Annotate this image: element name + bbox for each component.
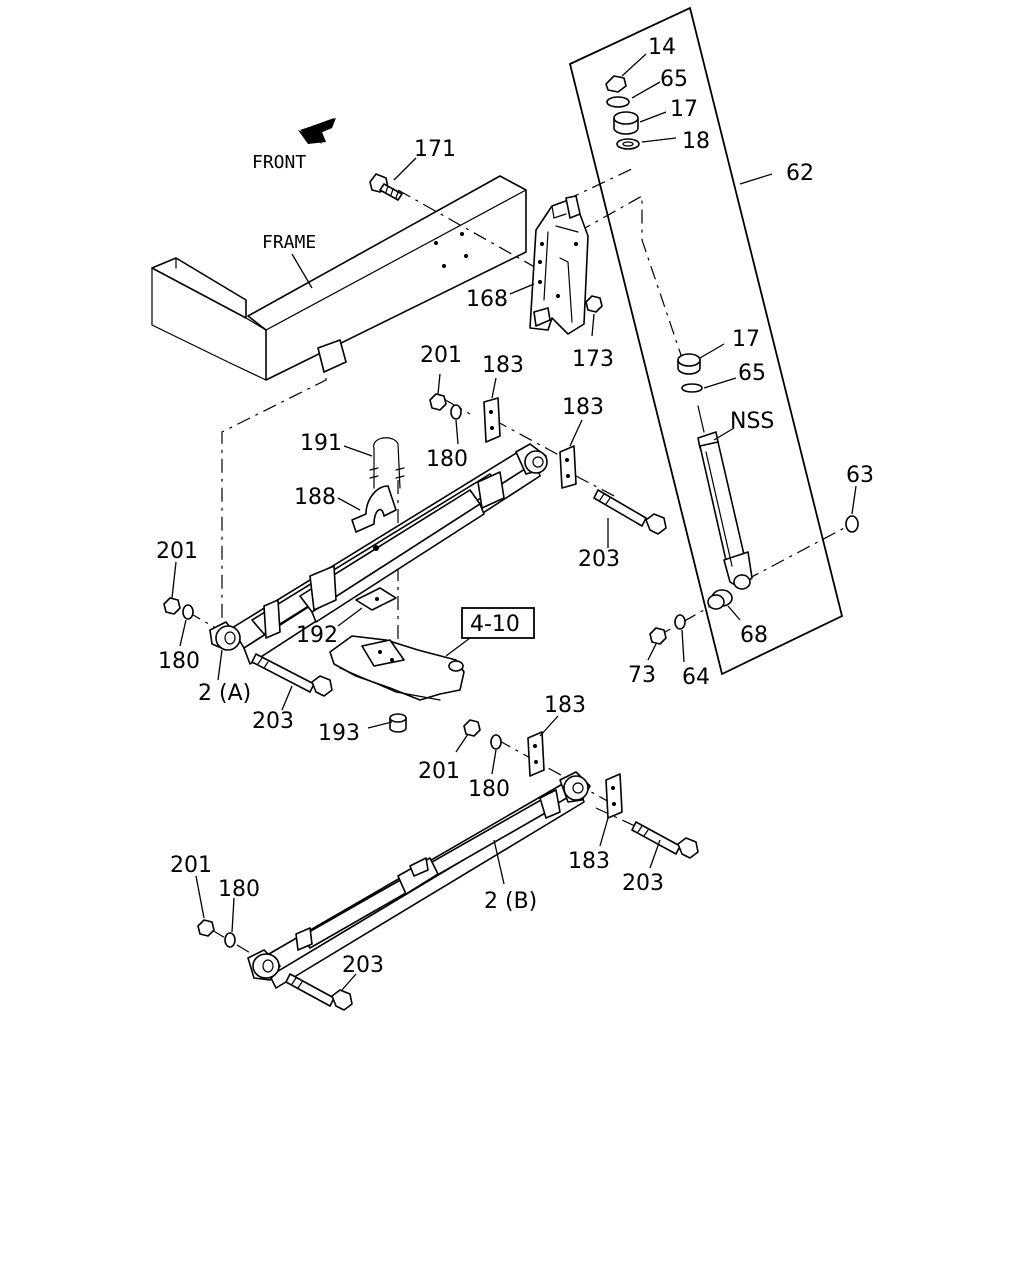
bolt-171: [369, 173, 403, 201]
washer-63: [845, 515, 859, 533]
washer-64: [674, 614, 686, 630]
shock-absorber-kit-box: [568, 6, 844, 676]
label-180-c: 180: [468, 777, 510, 802]
label-180-b: 180: [158, 649, 200, 674]
label-171: 171: [414, 137, 456, 162]
nut-201-c: [463, 719, 481, 737]
label-180-d: 180: [218, 877, 260, 902]
shackle-plate-183-b: [559, 445, 577, 489]
label-14: 14: [648, 35, 676, 60]
nut-14: [605, 75, 627, 93]
washer-65-mid: [681, 383, 703, 393]
label-201-d: 201: [170, 853, 212, 878]
label-183-b: 183: [562, 395, 604, 420]
washer-180-a: [450, 404, 462, 420]
shock-absorber: [697, 405, 753, 590]
nut-201-d: [197, 919, 215, 937]
bushing-68: [707, 589, 733, 610]
label-173: 173: [572, 347, 614, 372]
label-183-c: 183: [544, 693, 586, 718]
label-18: 18: [682, 129, 710, 154]
bushing-17-top: [613, 111, 639, 135]
label-201-b: 201: [156, 539, 198, 564]
shackle-plate-183-c: [527, 731, 545, 777]
label-201-a: 201: [420, 343, 462, 368]
washer-180-b: [182, 604, 194, 620]
frame-label: FRAME: [262, 232, 316, 253]
label-nss: NSS: [730, 409, 774, 434]
shackle-plate-183-a: [483, 397, 501, 443]
bolt-203-a: [593, 489, 667, 535]
washer-180-d: [224, 932, 236, 948]
frame: [151, 175, 527, 381]
leaf-spring-2a: [209, 443, 548, 665]
bushing-17-mid: [677, 353, 701, 375]
label-188: 188: [294, 485, 336, 510]
nut-193: [389, 713, 407, 733]
label-183-a: 183: [482, 353, 524, 378]
label-191: 191: [300, 431, 342, 456]
label-73: 73: [628, 663, 656, 688]
label-2a: 2 (A): [198, 681, 251, 706]
ref-box-label: 4-10: [470, 612, 520, 637]
label-201-c: 201: [418, 759, 460, 784]
clamp-188: [351, 485, 397, 533]
bolt-203-d: [285, 973, 353, 1011]
label-68: 68: [740, 623, 768, 648]
label-203-a: 203: [578, 547, 620, 572]
label-65-mid: 65: [738, 361, 766, 386]
label-65-top: 65: [660, 67, 688, 92]
spring-seat: [329, 635, 465, 701]
bolt-203-b: [251, 653, 333, 697]
bolt-203-c: [631, 821, 699, 859]
label-183-d: 183: [568, 849, 610, 874]
washer-65-top: [606, 96, 630, 108]
bracket-168: [529, 195, 589, 335]
label-203-d: 203: [342, 953, 384, 978]
label-17-mid: 17: [732, 327, 760, 352]
front-label: FRONT: [252, 152, 306, 173]
u-bolt-191: [369, 437, 405, 489]
label-168: 168: [466, 287, 508, 312]
label-180-a: 180: [426, 447, 468, 472]
washer-18: [616, 138, 640, 150]
nut-201-a: [429, 393, 447, 411]
label-63: 63: [846, 463, 874, 488]
label-64: 64: [682, 665, 710, 690]
label-2b: 2 (B): [484, 889, 537, 914]
nut-73: [649, 627, 667, 645]
label-203-b: 203: [252, 709, 294, 734]
leader-lines: [171, 53, 857, 991]
label-62: 62: [786, 161, 814, 186]
ref-box: [461, 607, 535, 639]
label-203-c: 203: [622, 871, 664, 896]
shackle-plate-183-d: [605, 773, 623, 819]
label-193: 193: [318, 721, 360, 746]
washer-180-c: [490, 734, 502, 750]
nut-201-b: [163, 597, 181, 615]
nut-173: [585, 295, 603, 313]
front-arrow-icon: [298, 118, 336, 144]
leaf-spring-2b: [247, 771, 591, 989]
label-17-top: 17: [670, 97, 698, 122]
label-192: 192: [296, 623, 338, 648]
